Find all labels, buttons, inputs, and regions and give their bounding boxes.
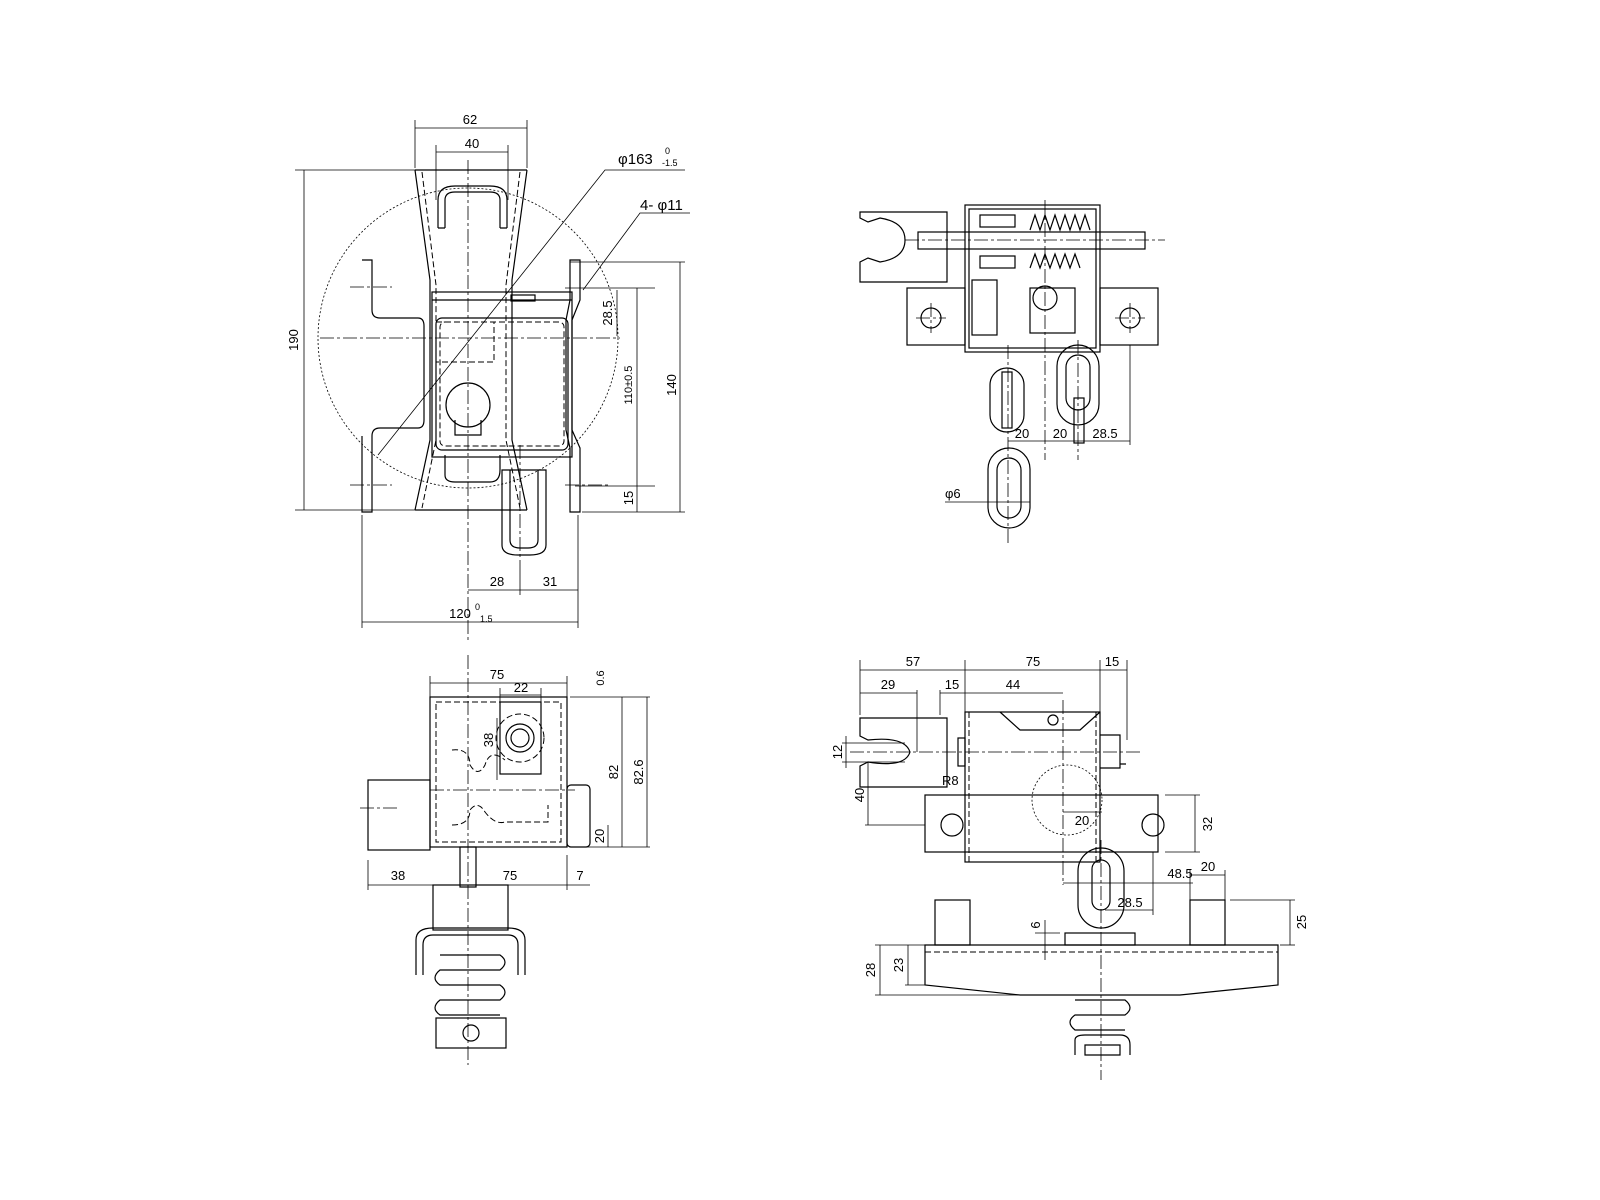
front-view: 62 40 190 φ163 0 -1.5 4- φ11 28.5 110±0.… (286, 112, 690, 640)
gearbox-housing (429, 696, 568, 848)
spring-housing (432, 884, 509, 931)
dim-28-5: 28.5 (600, 300, 615, 325)
dim-0-6: 0.6 (595, 670, 607, 685)
right-post (1189, 899, 1226, 946)
dim-48-5: 48.5 (1167, 866, 1192, 881)
dim-40: 40 (852, 788, 867, 802)
mount-plate (924, 794, 1159, 853)
spring (1069, 999, 1131, 1031)
dim-38: 38 (391, 868, 405, 883)
phi163-circle (317, 187, 619, 489)
dim-4-phi11: 4- φ11 (640, 197, 683, 214)
dim-23: 23 (891, 958, 906, 972)
dim-120-tol-upper: 0 (475, 602, 480, 612)
dim-28-5: 28.5 (1092, 426, 1117, 441)
dim-190: 190 (286, 329, 301, 351)
dim-28: 28 (863, 963, 878, 977)
plate-inner (435, 317, 569, 451)
mounting-plate (431, 291, 573, 458)
dim-75-bottom: 75 (503, 868, 517, 883)
dim-7: 7 (576, 868, 583, 883)
mount-hole (940, 813, 964, 837)
left-cylinder (367, 779, 431, 851)
dim-44: 44 (1006, 677, 1020, 692)
gearbox-housing (964, 711, 1101, 863)
dim-15-left: 15 (945, 677, 959, 692)
dim-57: 57 (906, 654, 920, 669)
dimension-lines (367, 676, 650, 890)
worm-nut (499, 701, 542, 775)
dim-25: 25 (1294, 915, 1309, 929)
dim-phi163-tol-upper: 0 (665, 146, 670, 156)
gearbox-housing (964, 204, 1101, 353)
dim-120-tol-lower: 1.5 (480, 614, 493, 624)
clamp-jaw (859, 211, 948, 283)
left-post (934, 899, 971, 946)
dim-phi6: φ6 (945, 486, 961, 501)
side-view: 75 22 0.6 38 82 82.6 20 38 75 7 (360, 655, 650, 1065)
bottom-nut (435, 1017, 507, 1049)
hourglass-hidden (421, 171, 521, 509)
dim-75: 75 (1026, 654, 1040, 669)
rear-view: 57 75 15 29 15 44 12 40 R8 32 20 48.5 28… (830, 654, 1309, 1080)
dim-40: 40 (465, 136, 479, 151)
dim-82-6: 82.6 (631, 759, 646, 784)
bottom-hook (1074, 1034, 1131, 1056)
dim-15-right: 15 (1105, 654, 1119, 669)
shaft (917, 231, 1146, 250)
dim-28: 28 (490, 574, 504, 589)
dim-22: 22 (514, 680, 528, 695)
dim-20a: 20 (1015, 426, 1029, 441)
dim-120: 120 (449, 606, 471, 621)
dim-31: 31 (543, 574, 557, 589)
dim-32: 32 (1200, 817, 1215, 831)
shaft-hole (445, 382, 491, 428)
dim-r8: R8 (942, 773, 959, 788)
dim-20: 20 (592, 829, 607, 843)
chain-link (987, 447, 1031, 529)
right-knob (566, 784, 591, 848)
dim-28-5: 28.5 (1117, 895, 1142, 910)
right-mount-plate (1099, 287, 1159, 346)
spring-cap (415, 927, 526, 975)
dim-20: 20 (1075, 813, 1089, 828)
left-bracket (361, 259, 425, 513)
dim-6: 6 (1028, 921, 1043, 928)
link-loop (501, 469, 547, 556)
dimension-lines (295, 120, 690, 628)
dim-110: 110±0.5 (623, 366, 635, 405)
stem (459, 846, 477, 888)
chain-link (989, 367, 1025, 433)
worm-thread (1029, 213, 1091, 232)
spring (434, 954, 506, 1016)
left-mount-plate (906, 287, 966, 346)
side-knob (1100, 734, 1126, 769)
dim-38-vertical: 38 (481, 733, 496, 747)
dimension-lines (842, 660, 1295, 996)
dim-140: 140 (664, 374, 679, 396)
top-view: 20 20 28.5 φ6 (859, 200, 1165, 545)
right-bracket (565, 259, 581, 513)
dim-15: 15 (621, 491, 636, 505)
gear-outline (1031, 764, 1103, 836)
dim-20b: 20 (1053, 426, 1067, 441)
hourglass-body (414, 169, 528, 511)
mount-hole (1141, 813, 1165, 837)
dimension-lines (945, 345, 1131, 503)
dim-62: 62 (463, 112, 477, 127)
dim-82: 82 (606, 765, 621, 779)
clamp-jaw (859, 717, 948, 788)
top-handle (437, 185, 508, 229)
dim-75-top: 75 (490, 667, 504, 682)
dim-29: 29 (881, 677, 895, 692)
dim-20-post: 20 (1201, 859, 1215, 874)
dim-phi163-tol-lower: -1.5 (662, 158, 678, 168)
dim-phi163: φ163 (618, 151, 653, 168)
dim-12: 12 (830, 745, 845, 759)
